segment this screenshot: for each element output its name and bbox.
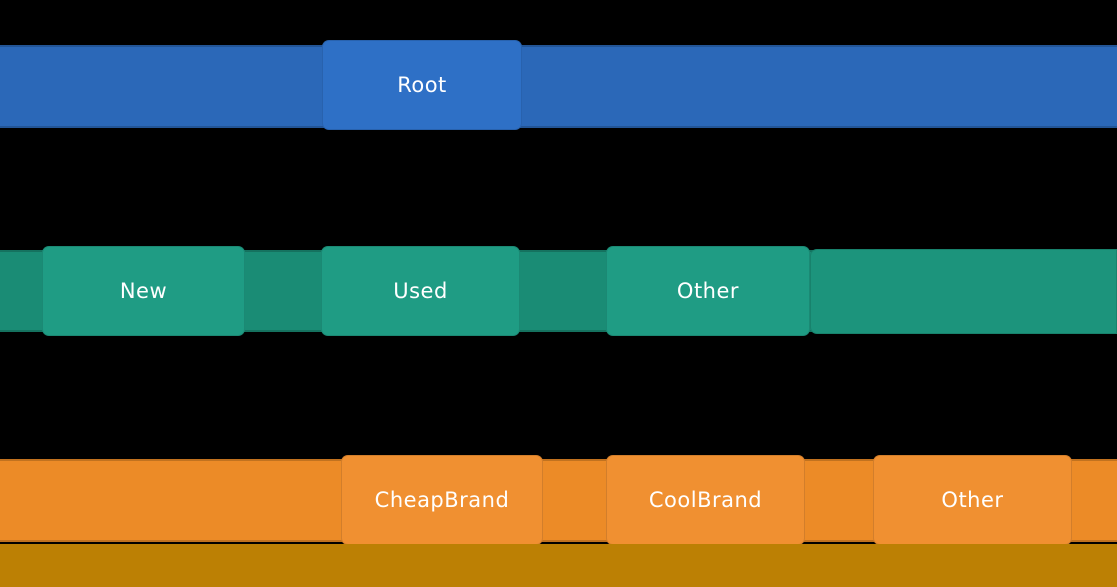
icicle-node-other-brand[interactable]: Other [873,455,1072,545]
icicle-node-other-brand-label: Other [941,487,1004,512]
icicle-node-root-label: Root [397,72,447,97]
icicle-node-new-label: New [119,278,168,303]
level-1-base-bar [0,45,1117,128]
icicle-node-new[interactable]: New [42,246,245,336]
icicle-node-coolbrand-label: CoolBrand [648,487,763,512]
icicle-node-other-condition[interactable]: Other [606,246,810,336]
level-4-partial-bar [0,544,1117,587]
icicle-node-coolbrand[interactable]: CoolBrand [606,455,805,545]
icicle-node-root[interactable]: Root [322,40,522,130]
icicle-node-cheapbrand-label: CheapBrand [374,487,510,512]
icicle-node-other-condition-label: Other [676,278,740,303]
icicle-node-unlabeled[interactable] [810,249,1117,334]
icicle-node-cheapbrand[interactable]: CheapBrand [341,455,543,545]
icicle-node-used[interactable]: Used [321,246,520,336]
icicle-node-used-label: Used [393,278,448,303]
